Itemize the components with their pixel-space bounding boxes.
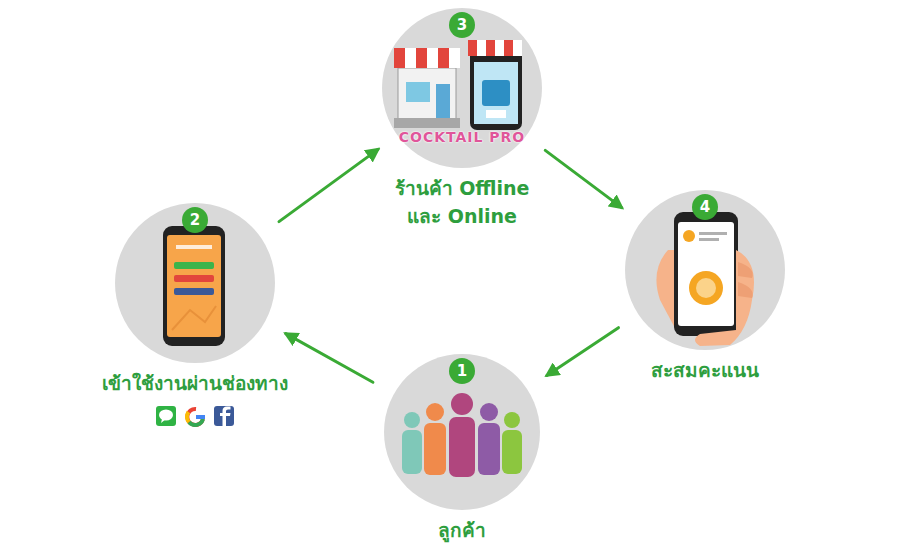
flow-arrow xyxy=(279,149,378,221)
step-circle: 1 xyxy=(384,354,540,510)
shop-illustration xyxy=(394,40,522,130)
step-caption: สะสมคะแนน xyxy=(595,356,815,384)
channel-icons xyxy=(156,406,234,426)
step-node: 2 เข้าใช้งานผ่านช่องทาง xyxy=(65,203,325,397)
callout-number: 1 xyxy=(449,358,475,384)
flow-arrow xyxy=(286,334,373,383)
step-circle: 2 xyxy=(115,203,275,363)
flow-arrow xyxy=(545,150,622,207)
callout-number: 2 xyxy=(182,207,208,233)
step-node: 4 สะสมคะแนน xyxy=(595,190,815,384)
flow-arrow xyxy=(547,328,619,376)
step-circle: 4 xyxy=(625,190,785,350)
people-figures xyxy=(402,393,522,477)
step-caption: เข้าใช้งานผ่านช่องทาง xyxy=(65,369,325,397)
step-node: 3 ร้านค้า Offline และ Online xyxy=(347,8,577,230)
callout-number: 4 xyxy=(692,194,718,220)
step-caption: ลูกค้า xyxy=(352,516,572,544)
step-caption: ร้านค้า Offline และ Online xyxy=(347,174,577,230)
login-phone xyxy=(163,226,225,346)
step-node: 1 ลูกค้า xyxy=(352,354,572,544)
callout-number: 3 xyxy=(449,12,475,38)
brand-label: COCKTAIL PRO xyxy=(377,129,547,145)
points-phone xyxy=(656,212,754,346)
